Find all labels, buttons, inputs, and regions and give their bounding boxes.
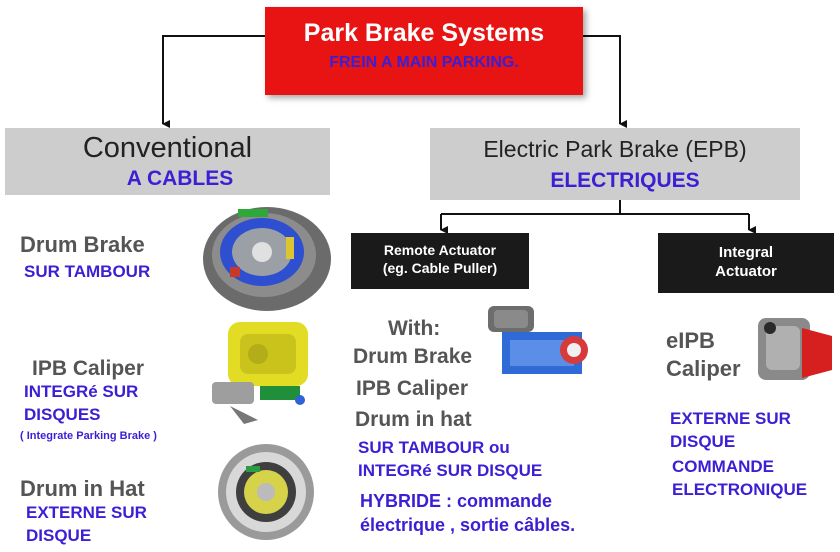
eipb-label-line1: eIPB bbox=[666, 328, 715, 353]
drum-in-hat-label: Drum in Hat bbox=[20, 476, 145, 501]
remote-with-label: With: bbox=[388, 317, 441, 340]
ipb-caliper-label: IPB Caliper bbox=[32, 357, 145, 380]
integral-actuator-line1: Integral bbox=[718, 244, 774, 261]
conventional-header: Conventional bbox=[82, 132, 253, 164]
title-box: Park Brake Systems FREIN A MAIN PARKING. bbox=[265, 7, 583, 95]
remote-actuator-line2: (eg. Cable Puller) bbox=[382, 260, 498, 276]
epb-header-fr: ELECTRIQUES bbox=[550, 169, 700, 192]
title-main: Park Brake Systems bbox=[303, 19, 545, 47]
conventional-header-box: Conventional A CABLES bbox=[5, 128, 330, 195]
integral-fr-line1: EXTERNE SUR bbox=[670, 409, 791, 428]
title-sub: FREIN A MAIN PARKING. bbox=[329, 54, 519, 71]
integral-fr-line4: ELECTRONIQUE bbox=[672, 480, 808, 499]
remote-actuator-image bbox=[488, 306, 588, 374]
drum-in-hat-fr-line2: DISQUE bbox=[26, 526, 92, 545]
remote-hybrid-line2: électrique , sortie câbles. bbox=[360, 515, 576, 535]
drum-brake-image bbox=[203, 207, 331, 311]
integral-fr-line2: DISQUE bbox=[670, 432, 736, 451]
line-title-to-epb bbox=[583, 35, 627, 128]
drum-in-hat-image bbox=[218, 444, 314, 540]
remote-fr-line2: INTEGRé SUR DISQUE bbox=[358, 461, 543, 480]
drum-in-hat-fr-line1: EXTERNE SUR bbox=[26, 503, 147, 522]
conventional-header-fr: A CABLES bbox=[126, 167, 234, 190]
ipb-caliper-fr-line2: DISQUES bbox=[24, 405, 101, 424]
epb-header: Electric Park Brake (EPB) bbox=[483, 136, 747, 162]
eipb-label-line2: Caliper bbox=[666, 356, 741, 381]
remote-actuator-box: Remote Actuator (eg. Cable Puller) bbox=[351, 233, 529, 289]
remote-fr-line1: SUR TAMBOUR ou bbox=[358, 438, 510, 457]
integral-actuator-box: Integral Actuator bbox=[658, 233, 834, 293]
remote-hybrid-line1: HYBRIDE : commande bbox=[360, 491, 553, 511]
integral-actuator-line2: Actuator bbox=[715, 263, 777, 280]
integral-fr-line3: COMMANDE bbox=[672, 457, 774, 476]
ipb-caliper-fr-line1: INTEGRé SUR bbox=[24, 382, 139, 401]
epb-header-box: Electric Park Brake (EPB) ELECTRIQUES bbox=[430, 128, 800, 200]
line-title-to-conventional bbox=[162, 35, 265, 128]
eipb-caliper-image bbox=[758, 318, 832, 380]
drum-brake-fr: SUR TAMBOUR bbox=[24, 262, 151, 281]
remote-item-drum-brake: Drum Brake bbox=[353, 345, 473, 368]
drum-brake-label: Drum Brake bbox=[20, 232, 145, 257]
ipb-caliper-note: ( Integrate Parking Brake ) bbox=[20, 430, 157, 442]
remote-item-drum-in-hat: Drum in hat bbox=[355, 408, 472, 431]
remote-item-ipb-caliper: IPB Caliper bbox=[356, 377, 469, 400]
ipb-caliper-image bbox=[212, 322, 308, 424]
remote-actuator-line1: Remote Actuator bbox=[383, 242, 497, 258]
